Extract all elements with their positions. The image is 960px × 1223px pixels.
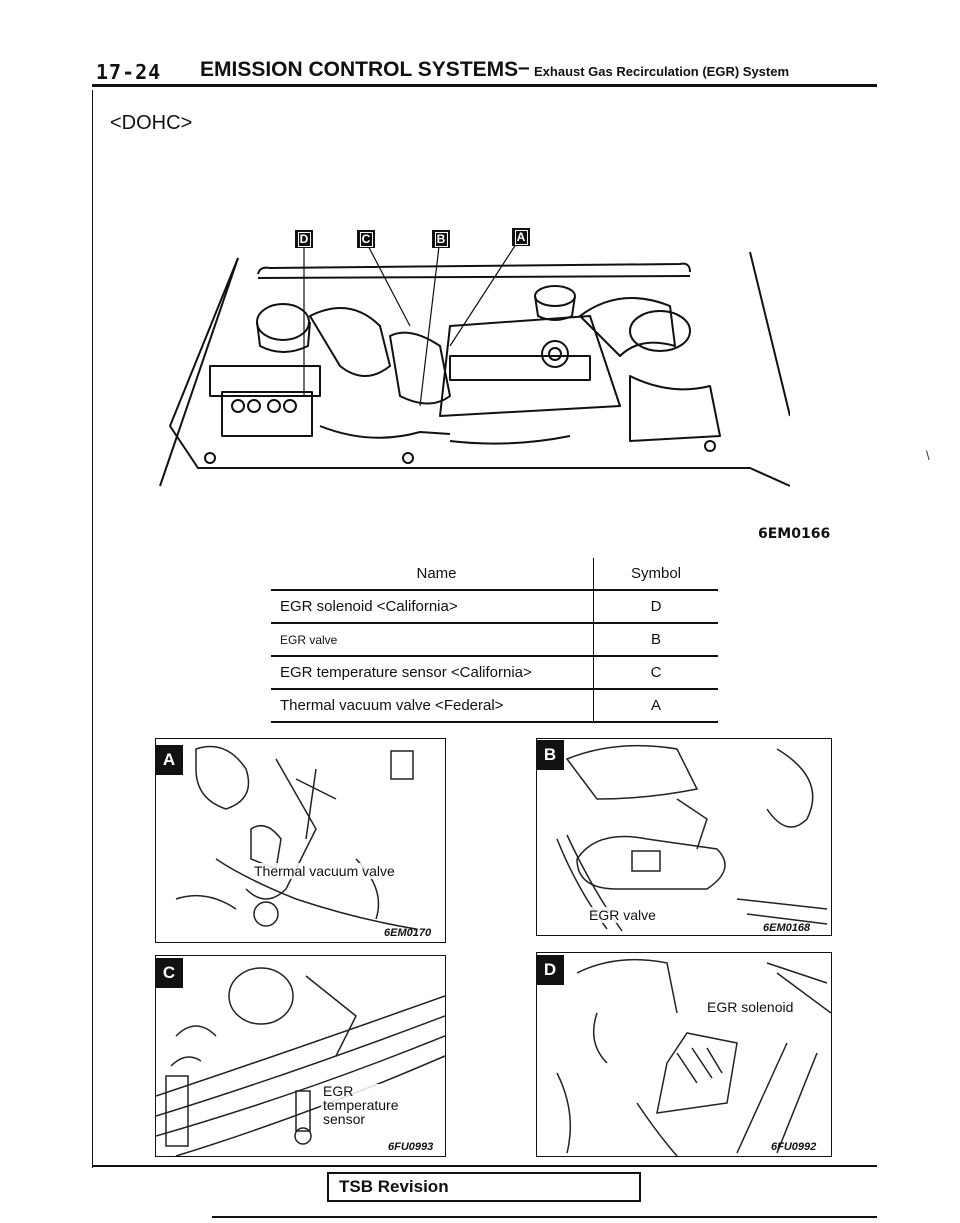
table-row: EGR temperature sensor <California> C: [271, 656, 718, 690]
photo-c-drawing: [156, 967, 445, 1156]
photo-b-badge: B: [536, 740, 564, 770]
photo-egr-temperature-sensor: EGR temperature sensor 6FU0993: [155, 955, 446, 1157]
row-name: EGR valve: [271, 623, 594, 657]
header-symbol: Symbol: [593, 558, 718, 591]
photo-d-drawing: [556, 958, 831, 1156]
callout-d-label: D: [297, 232, 311, 247]
row-name: Thermal vacuum valve <Federal>: [271, 689, 594, 723]
callout-a-tag: A: [512, 228, 530, 246]
header-rule: [92, 84, 877, 87]
footer-rule: [92, 1165, 877, 1167]
photo-a-badge: A: [155, 745, 183, 775]
photo-a-drawing: [175, 745, 417, 930]
photo-d-caption: EGR solenoid: [705, 999, 796, 1015]
photo-c-caption: EGR temperature sensor: [321, 1084, 413, 1126]
stray-mark: \: [926, 448, 930, 463]
photo-c-badge: C: [155, 958, 183, 988]
photo-b-caption: EGR valve: [587, 907, 658, 923]
table-header-row: Name Symbol: [271, 558, 718, 591]
photo-egr-valve: EGR valve 6EM0168: [536, 738, 832, 936]
engine-bay-drawing: [159, 237, 791, 487]
table-row: EGR valve B: [271, 623, 718, 657]
component-table: Name Symbol EGR solenoid <California> D …: [271, 558, 718, 723]
row-name: EGR solenoid <California>: [271, 590, 594, 624]
photo-b-code: 6EM0168: [763, 922, 811, 934]
section-title: Exhaust Gas Recirculation (EGR) System: [534, 64, 790, 79]
page-number: 17-24: [96, 60, 162, 84]
photo-c-code: 6FU0993: [388, 1141, 434, 1153]
callout-a-label: A: [514, 230, 528, 245]
row-symbol: A: [593, 689, 718, 723]
row-symbol: B: [593, 623, 718, 657]
callout-d-tag: D: [295, 230, 313, 248]
tsb-revision-box: TSB Revision: [327, 1172, 641, 1202]
photo-b-drawing: [556, 744, 828, 932]
callout-b-tag: B: [432, 230, 450, 248]
row-name: EGR temperature sensor <California>: [271, 656, 594, 690]
callout-b-label: B: [434, 232, 448, 247]
callout-c-tag: C: [357, 230, 375, 248]
table-row: EGR solenoid <California> D: [271, 590, 718, 624]
photo-thermal-vacuum-valve: Thermal vacuum valve 6EM0170: [155, 738, 446, 943]
photo-egr-solenoid: EGR solenoid 6FU0992: [536, 952, 832, 1157]
table-row: Thermal vacuum valve <Federal> A: [271, 689, 718, 723]
header-name: Name: [271, 558, 594, 591]
photo-d-code: 6FU0992: [771, 1141, 817, 1153]
engine-bay-illustration: [150, 196, 791, 496]
engine-variant-label: <DOHC>: [110, 112, 193, 134]
overview-figure-code: 6EM0166: [758, 526, 831, 542]
photo-a-code: 6EM0170: [384, 927, 432, 939]
callout-c-label: C: [359, 232, 373, 247]
title-separator: –: [518, 56, 530, 79]
photo-d-badge: D: [536, 955, 564, 985]
row-symbol: C: [593, 656, 718, 690]
photo-a-caption: Thermal vacuum valve: [252, 863, 397, 879]
margin-rule: [92, 90, 93, 1168]
chapter-title: EMISSION CONTROL SYSTEMS: [200, 58, 519, 81]
row-symbol: D: [593, 590, 718, 624]
footer-bottom-rule: [212, 1216, 877, 1218]
tsb-revision-label: TSB Revision: [339, 1177, 449, 1196]
